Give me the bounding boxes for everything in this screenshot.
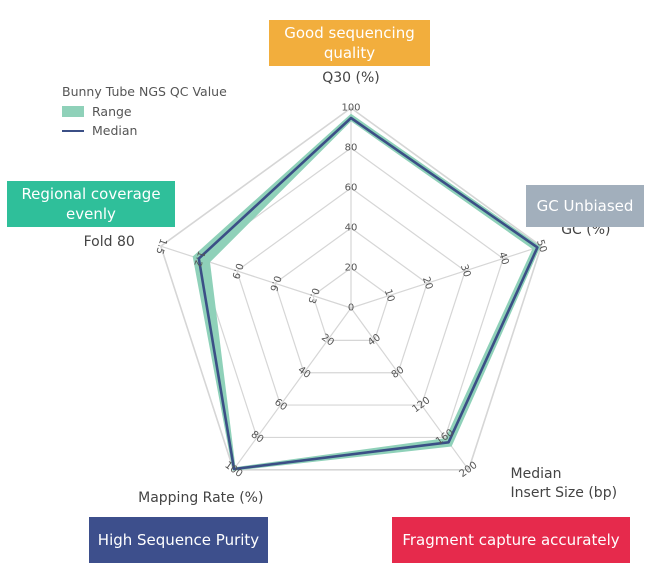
tick-label-axis5-2: 0.6 xyxy=(267,274,282,293)
grid-ring-1 xyxy=(312,267,390,341)
tick-label-axis5-1: 0.3 xyxy=(305,286,320,305)
tick-labels: 0204060801001020304050408012016020020406… xyxy=(153,103,548,480)
legend-title: Bunny Tube NGS QC Value xyxy=(62,84,227,99)
tick-label-axis3-2: 80 xyxy=(390,365,407,381)
tick-label-axis1-1: 0 xyxy=(348,303,354,314)
grid xyxy=(159,107,543,471)
tick-label-axis2-3: 30 xyxy=(458,263,472,279)
axis-name-1: Q30 (%) xyxy=(322,70,380,86)
range-band-polygon xyxy=(192,113,541,471)
legend: Bunny Tube NGS QC Value Range Median xyxy=(62,84,227,138)
axis-name-5: Fold 80 xyxy=(84,234,135,250)
grid-ring-2 xyxy=(274,227,428,374)
tick-label-axis2-4: 40 xyxy=(496,251,510,267)
badge-regional-coverage-evenly: Regional coverage evenly xyxy=(7,181,175,227)
median-series xyxy=(197,116,539,471)
median-polygon xyxy=(197,116,539,471)
axis-name-4: Mapping Rate (%) xyxy=(138,490,263,506)
tick-label-axis2-5: 50 xyxy=(534,238,548,254)
legend-median-label: Median xyxy=(92,123,137,138)
axis-spoke-4 xyxy=(232,307,352,471)
tick-label-axis3-1: 40 xyxy=(366,332,383,348)
badge-high-sequence-purity: High Sequence Purity xyxy=(89,517,268,563)
legend-range-label: Range xyxy=(92,104,132,119)
axis-spoke-5 xyxy=(160,245,352,309)
tick-label-axis4-2: 40 xyxy=(296,365,313,381)
tick-label-axis3-5: 200 xyxy=(458,460,480,480)
tick-label-axis1-3: 40 xyxy=(345,223,358,234)
tick-label-axis5-3: 0.9 xyxy=(229,262,244,281)
tick-label-axis4-3: 60 xyxy=(272,397,289,413)
tick-label-axis1-4: 60 xyxy=(345,183,358,194)
tick-label-axis5-4: 1.2 xyxy=(191,249,206,268)
grid-ring-5 xyxy=(159,107,543,471)
tick-label-axis4-1: 20 xyxy=(319,332,336,348)
badge-good-sequencing-quality: Good sequencing quality xyxy=(269,20,430,66)
tick-label-axis4-5: 100 xyxy=(222,460,244,480)
tick-label-axis1-6: 100 xyxy=(341,103,360,114)
tick-label-axis3-3: 120 xyxy=(411,395,433,415)
tick-label-axis4-4: 80 xyxy=(249,429,266,445)
tick-label-axis1-5: 80 xyxy=(345,143,358,154)
badge-gc-unbiased: GC Unbiased xyxy=(526,185,644,227)
tick-label-axis1-2: 20 xyxy=(345,263,358,274)
badge-fragment-capture-accurately: Fragment capture accurately xyxy=(392,517,630,563)
tick-label-axis2-2: 20 xyxy=(420,276,434,292)
tick-label-axis2-1: 10 xyxy=(382,288,396,304)
legend-range-swatch xyxy=(62,106,84,117)
tick-label-axis5-5: 1.5 xyxy=(153,237,168,256)
grid-ring-3 xyxy=(236,187,466,406)
range-band xyxy=(192,113,541,471)
axis-spoke-2 xyxy=(350,245,542,309)
